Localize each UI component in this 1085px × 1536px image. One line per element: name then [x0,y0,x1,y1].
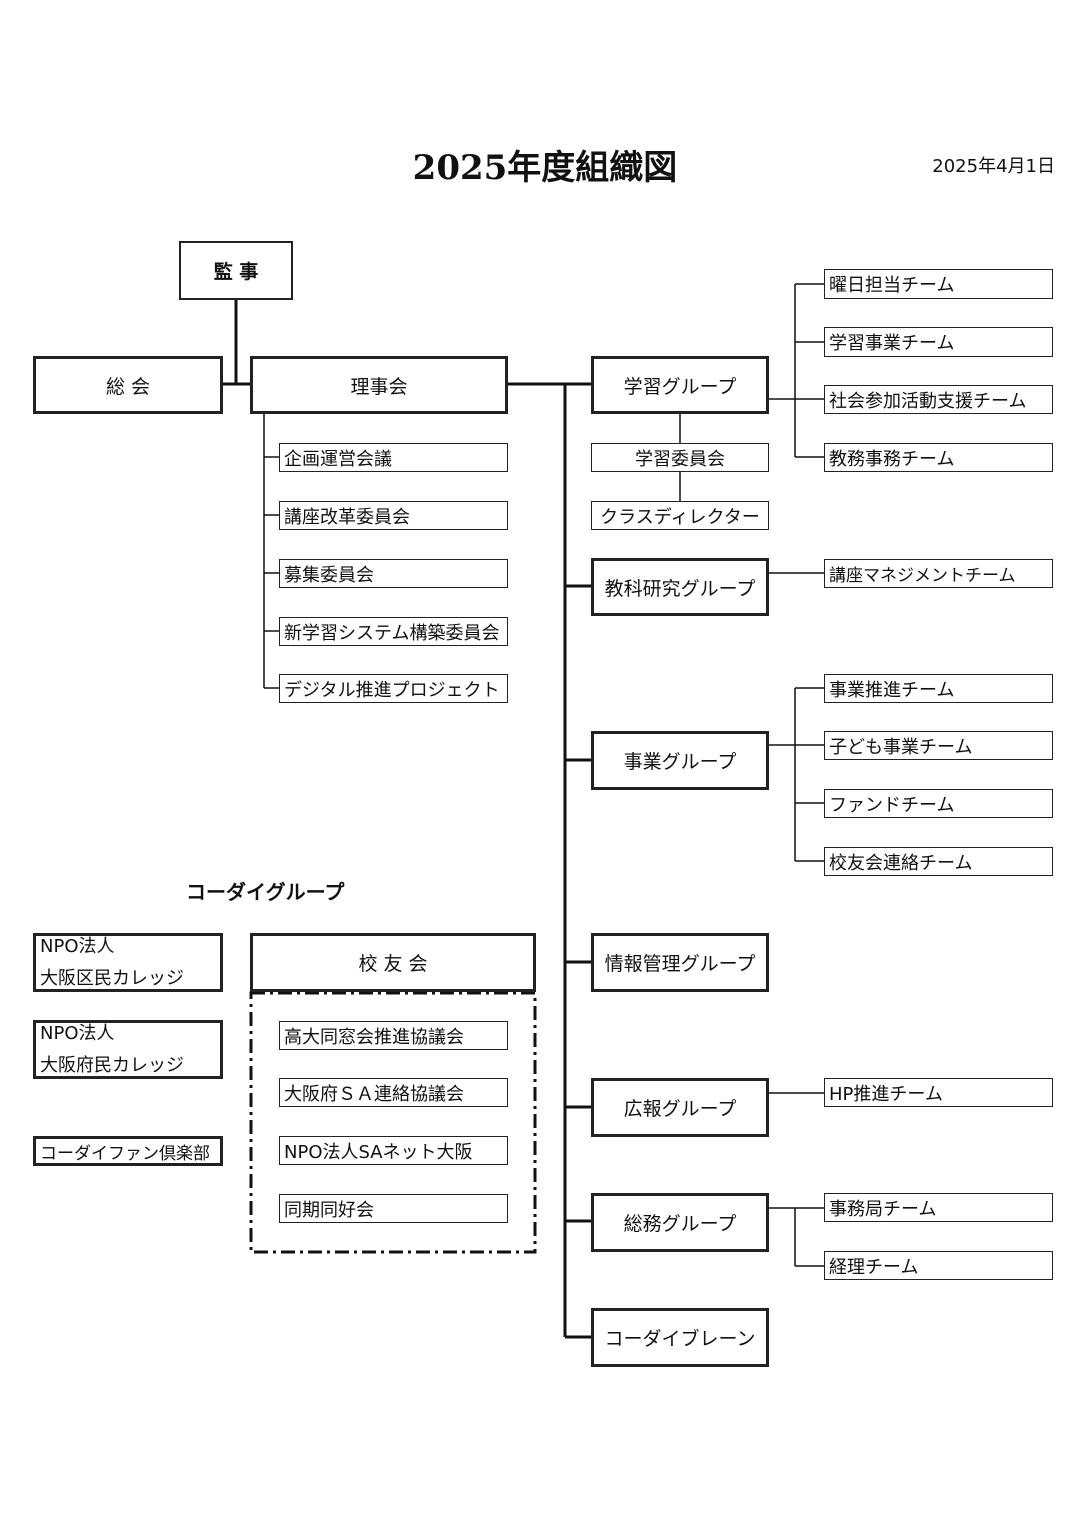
general-affairs-group-box: 総務グループ [591,1193,769,1252]
npo-fumin-college-box: NPO法人 大阪府民カレッジ [33,1020,223,1079]
team-box: 曜日担当チーム [824,269,1053,299]
alumni-member: 同期同好会 [279,1194,508,1223]
group-label: 事業グループ [623,751,737,773]
alumni-member-label: 同期同好会 [284,1199,374,1221]
group-label: 広報グループ [623,1098,737,1120]
team-label: 学習事業チーム [829,333,955,354]
group-label: 総務グループ [623,1213,737,1235]
team-box: ファンドチーム [824,789,1053,818]
team-box: 社会参加活動支援チーム [824,385,1053,414]
general-assembly-box: 総 会 [33,356,223,414]
group-label: コーダイブレーン [604,1328,756,1350]
alumni-label: 校 友 会 [358,953,428,975]
team-label: 事業推進チーム [829,679,955,701]
committee-label: 募集委員会 [284,564,374,586]
team-label: 曜日担当チーム [829,275,955,296]
board-committee: 講座改革委員会 [279,501,508,530]
team-label: 講座マネジメントチーム [829,566,1016,586]
team-label: HP推進チーム [829,1083,943,1105]
committee-label: 講座改革委員会 [284,506,410,528]
alumni-box: 校 友 会 [250,933,536,992]
team-label: 教務事務チーム [829,448,955,470]
team-box: 講座マネジメントチーム [824,559,1053,588]
team-box: 子ども事業チーム [824,731,1053,760]
alumni-member: 高大同窓会推進協議会 [279,1021,508,1050]
committee-label: デジタル推進プロジェクト [284,679,500,701]
group-label: 学習グループ [623,375,737,398]
board-label: 理事会 [350,375,408,398]
group-label: 教科研究グループ [604,577,756,600]
npo-kumin-college-box: NPO法人 大阪区民カレッジ [33,933,223,992]
group-label: 学習委員会 [635,448,725,470]
group-label: クラスディレクター [600,506,760,528]
board-committee: 企画運営会議 [279,443,508,472]
npo-name: 大阪区民カレッジ [40,967,184,989]
team-label: ファンドチーム [829,794,955,816]
class-director-box: クラスディレクター [591,501,769,530]
general-assembly-label: 総 会 [105,375,151,398]
alumni-member: NPO法人SAネット大阪 [279,1136,508,1165]
learning-group-box: 学習グループ [591,356,769,414]
fan-club-box: コーダイファン倶楽部 [33,1136,223,1166]
brain-group-box: コーダイブレーン [591,1308,769,1367]
alumni-member-label: 大阪府ＳＡ連絡協議会 [284,1083,464,1105]
team-label: 子ども事業チーム [829,736,973,758]
alumni-member: 大阪府ＳＡ連絡協議会 [279,1078,508,1107]
team-box: 経理チーム [824,1251,1053,1280]
committee-label: 企画運営会議 [284,448,392,470]
group-label: 情報管理グループ [604,953,756,975]
team-label: 事務局チーム [829,1198,937,1220]
page-title: 2025年度組織図 [412,148,678,188]
auditor-box: 監 事 [179,241,293,300]
team-box: 教務事務チーム [824,443,1053,472]
board-committee: デジタル推進プロジェクト [279,674,508,703]
curriculum-group-box: 教科研究グループ [591,558,769,616]
kodai-group-heading: コーダイグループ [186,880,345,904]
team-box: 事務局チーム [824,1193,1053,1222]
team-label: 経理チーム [829,1256,919,1278]
team-box: 校友会連絡チーム [824,847,1053,876]
team-label: 校友会連絡チーム [829,852,973,874]
fan-club-label: コーダイファン倶楽部 [40,1143,210,1164]
team-box: 学習事業チーム [824,327,1053,357]
board-committee: 募集委員会 [279,559,508,588]
business-group-box: 事業グループ [591,731,769,790]
team-box: HP推進チーム [824,1078,1053,1107]
auditor-label: 監 事 [213,261,259,283]
alumni-member-label: 高大同窓会推進協議会 [284,1026,464,1048]
issue-date: 2025年4月1日 [932,156,1055,177]
npo-name: 大阪府民カレッジ [40,1054,184,1076]
alumni-member-label: NPO法人SAネット大阪 [284,1141,473,1163]
team-box: 事業推進チーム [824,674,1053,703]
learning-committee-box: 学習委員会 [591,443,769,472]
committee-label: 新学習システム構築委員会 [284,622,500,644]
team-label: 社会参加活動支援チーム [829,390,1027,412]
board-box: 理事会 [250,356,508,414]
npo-line: NPO法人 [40,935,115,957]
info-group-box: 情報管理グループ [591,933,769,992]
pr-group-box: 広報グループ [591,1078,769,1137]
npo-line: NPO法人 [40,1022,115,1044]
board-committee: 新学習システム構築委員会 [279,617,508,646]
